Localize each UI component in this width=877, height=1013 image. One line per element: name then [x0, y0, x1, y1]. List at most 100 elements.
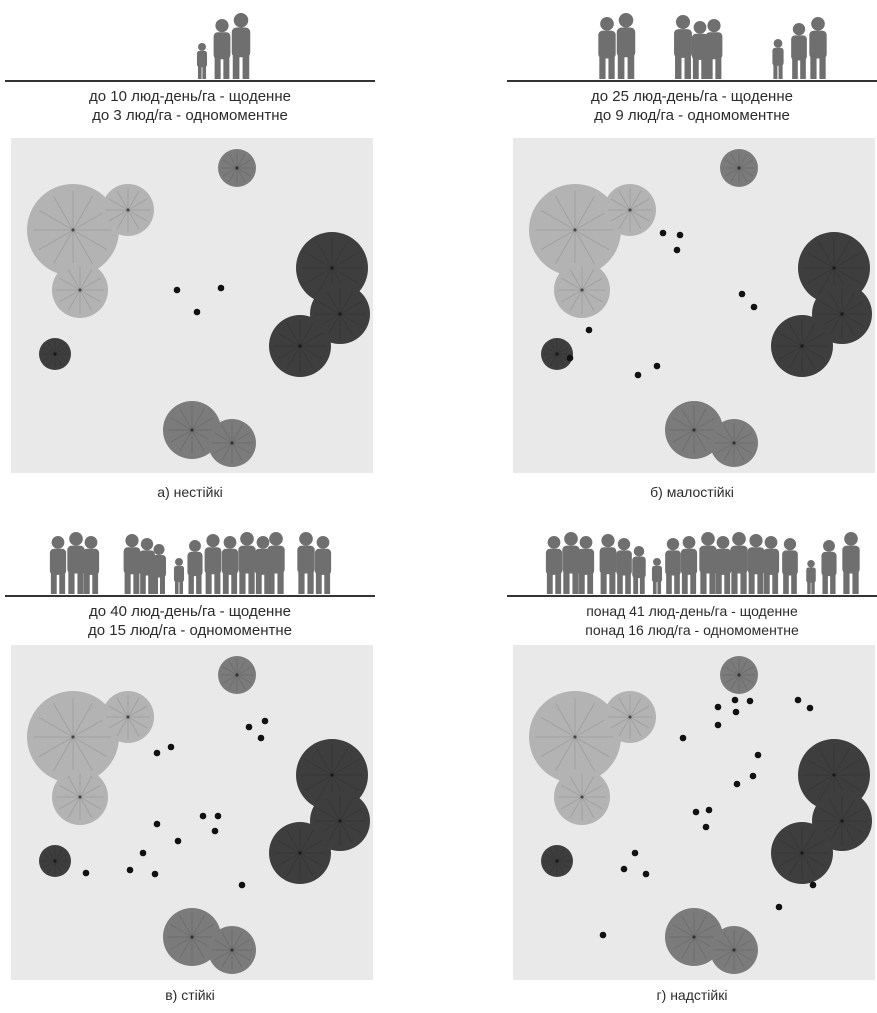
person-silhouette	[187, 540, 203, 594]
person-silhouette	[238, 532, 256, 594]
person-silhouette	[123, 534, 141, 594]
dark-tree-crown	[771, 822, 833, 884]
person-silhouette	[67, 532, 85, 594]
visitor-dot	[754, 751, 762, 759]
dark-tree-crown	[269, 315, 331, 377]
dense-crowd-silhouette-icon	[507, 515, 877, 595]
person-silhouette	[616, 538, 632, 594]
daily-load-caption: до 25 люд-день/га - щоденне	[591, 88, 793, 105]
crowd-silhouette-icon	[5, 515, 375, 595]
person-silhouette	[297, 532, 315, 594]
person-silhouette	[705, 19, 723, 79]
visitor-dot	[126, 866, 134, 874]
visitor-dot	[702, 823, 710, 831]
simultaneous-load-caption: до 9 люд/га - одномоментне	[594, 107, 790, 124]
visitor-dot	[714, 721, 722, 729]
person-silhouette	[562, 532, 580, 594]
simultaneous-load-caption: до 3 люд/га - одномоментне	[92, 107, 288, 124]
light-tree-crown	[52, 262, 108, 318]
person-silhouette	[762, 536, 780, 594]
visitor-dot	[692, 808, 700, 816]
dark-tree-crown	[541, 845, 573, 877]
visitor-dot	[199, 812, 207, 820]
mid-tree-crown	[218, 656, 256, 694]
person-silhouette	[791, 23, 807, 79]
child-silhouette	[806, 560, 816, 594]
visitor-dot	[714, 703, 722, 711]
visitor-dot	[153, 749, 161, 757]
mid-tree-crown	[710, 926, 758, 974]
person-silhouette	[616, 13, 636, 79]
visitor-dot	[679, 734, 687, 742]
visitor-dot	[809, 881, 817, 889]
child-silhouette	[772, 39, 784, 79]
visitor-dot	[634, 371, 642, 379]
person-silhouette	[699, 532, 717, 594]
mid-tree-crown	[208, 419, 256, 467]
light-tree-crown	[529, 691, 621, 783]
simultaneous-load-caption: понад 16 люд/га - одномоментне	[585, 622, 799, 638]
person-silhouette	[204, 534, 222, 594]
visitor-dot	[705, 806, 713, 814]
visitor-dot	[151, 870, 159, 878]
person-silhouette	[254, 536, 272, 594]
light-tree-crown	[27, 184, 119, 276]
person-silhouette	[714, 536, 732, 594]
visitor-dot	[775, 903, 783, 911]
light-tree-crown	[604, 184, 656, 236]
visitor-dot	[599, 931, 607, 939]
ground-line	[507, 80, 877, 82]
daily-load-caption: до 40 люд-день/га - щоденне	[89, 603, 291, 620]
visitor-dot	[193, 308, 201, 316]
person-silhouette	[267, 532, 285, 594]
person-silhouette	[665, 538, 681, 594]
visitor-dot	[139, 849, 147, 857]
panel-label: г) надстійкі	[656, 987, 728, 1003]
person-silhouette	[139, 538, 155, 594]
visitor-dot	[173, 286, 181, 294]
mid-tree-crown	[163, 401, 221, 459]
mid-tree-crown	[218, 149, 256, 187]
person-silhouette	[577, 536, 595, 594]
light-tree-crown	[554, 262, 610, 318]
person-silhouette	[82, 536, 100, 594]
visitor-dot	[82, 869, 90, 877]
ground-line	[5, 595, 375, 597]
mid-tree-crown	[208, 926, 256, 974]
person-silhouette	[691, 21, 709, 79]
visitor-dot	[261, 717, 269, 725]
light-tree-crown	[529, 184, 621, 276]
mid-tree-crown	[665, 401, 723, 459]
light-tree-crown	[27, 691, 119, 783]
visitor-dot	[676, 231, 684, 239]
person-silhouette	[231, 13, 251, 79]
visitor-dot	[153, 820, 161, 828]
visitor-dot	[733, 780, 741, 788]
site-plan	[11, 138, 373, 473]
visitor-dot	[211, 827, 219, 835]
small-groups-silhouette-icon	[507, 0, 877, 80]
visitor-dot	[750, 303, 758, 311]
walking-family-silhouette-icon	[5, 0, 375, 80]
site-plan	[11, 645, 373, 980]
light-tree-crown	[102, 184, 154, 236]
person-silhouette	[782, 538, 798, 594]
ground-line	[5, 80, 375, 82]
visitor-dot	[238, 881, 246, 889]
visitor-dot	[642, 870, 650, 878]
visitor-dot	[738, 290, 746, 298]
person-silhouette	[598, 17, 616, 79]
person-silhouette	[680, 536, 698, 594]
visitor-dot	[746, 697, 754, 705]
person-silhouette	[152, 544, 166, 594]
visitor-dot	[174, 837, 182, 845]
visitor-dot	[631, 849, 639, 857]
person-silhouette	[213, 19, 231, 79]
visitor-dot	[585, 326, 593, 334]
visitor-dot	[749, 772, 757, 780]
visitor-dot	[257, 734, 265, 742]
visitor-dot	[214, 812, 222, 820]
mid-tree-crown	[710, 419, 758, 467]
person-silhouette	[842, 532, 860, 594]
child-silhouette	[196, 43, 208, 79]
